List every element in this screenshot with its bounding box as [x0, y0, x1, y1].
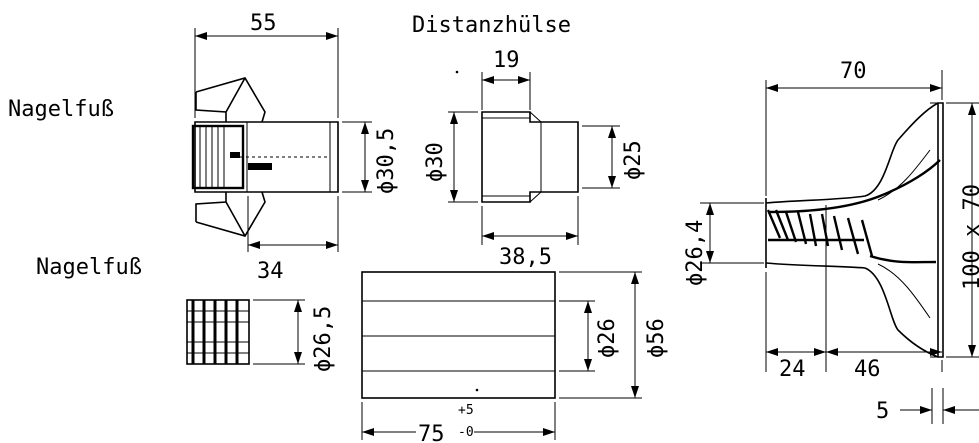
dimension-phi-25: ϕ25 [582, 125, 646, 189]
nagelfuss-small-view [186, 299, 250, 365]
dim-phi-56-text: ϕ56 [644, 318, 669, 358]
dimension-5: 5 [876, 388, 979, 424]
foot-view [765, 102, 944, 358]
dim-phi-26-5-text: ϕ26,5 [311, 306, 336, 372]
label-distanzhuelse: Distanzhülse [412, 13, 571, 38]
dim-phi-25-text: ϕ25 [621, 140, 646, 180]
dimension-phi-26: ϕ26 [559, 300, 620, 372]
dim-5-text: 5 [876, 399, 889, 424]
dimension-70: 70 [765, 59, 943, 196]
nagelfuss-side-view [191, 77, 339, 237]
dim-70-text: 70 [840, 59, 867, 84]
dimension-24-46: 24 46 [765, 272, 943, 382]
dimension-55: 55 [194, 11, 339, 118]
dim-phi-26-4-text: ϕ26,4 [683, 220, 708, 286]
dimension-19: 19 [481, 48, 531, 110]
label-nagelfuss-top: Nagelfuß [8, 97, 114, 122]
dim-100x70-text: 100 x 70 [960, 184, 979, 290]
tube-view [361, 271, 556, 399]
dimension-phi-30: ϕ30 [423, 111, 478, 203]
dimension-phi-26-4: ϕ26,4 [683, 202, 764, 286]
dim-24-text: 24 [779, 357, 806, 382]
dim-75-tol-upper: +5 [458, 403, 474, 418]
dim-19-text: 19 [493, 48, 520, 73]
dimension-75: 75 +5 -0 [361, 388, 556, 443]
dim-55-text: 55 [250, 11, 277, 36]
dim-phi-30-text: ϕ30 [423, 142, 448, 182]
dim-34-text: 34 [257, 259, 284, 284]
dimension-34: 34 [247, 196, 339, 284]
dimension-phi-30-5: ϕ30,5 [342, 121, 399, 194]
dim-phi-30-5-text: ϕ30,5 [374, 128, 399, 194]
dimension-phi-56: ϕ56 [559, 271, 669, 399]
dim-75-text: 75 [418, 422, 445, 443]
dim-75-tol-lower: -0 [458, 425, 474, 440]
dim-46-text: 46 [854, 357, 881, 382]
label-nagelfuss-bottom: Nagelfuß [36, 255, 142, 280]
dimension-100x70: 100 x 70 [946, 102, 979, 358]
dimension-38-5: 38,5 [481, 196, 579, 270]
distanzhuelse-view [481, 111, 579, 203]
dim-38-5-text: 38,5 [499, 245, 552, 270]
dimension-phi-26-5: ϕ26,5 [253, 299, 336, 372]
dim-phi-26-text: ϕ26 [595, 318, 620, 358]
